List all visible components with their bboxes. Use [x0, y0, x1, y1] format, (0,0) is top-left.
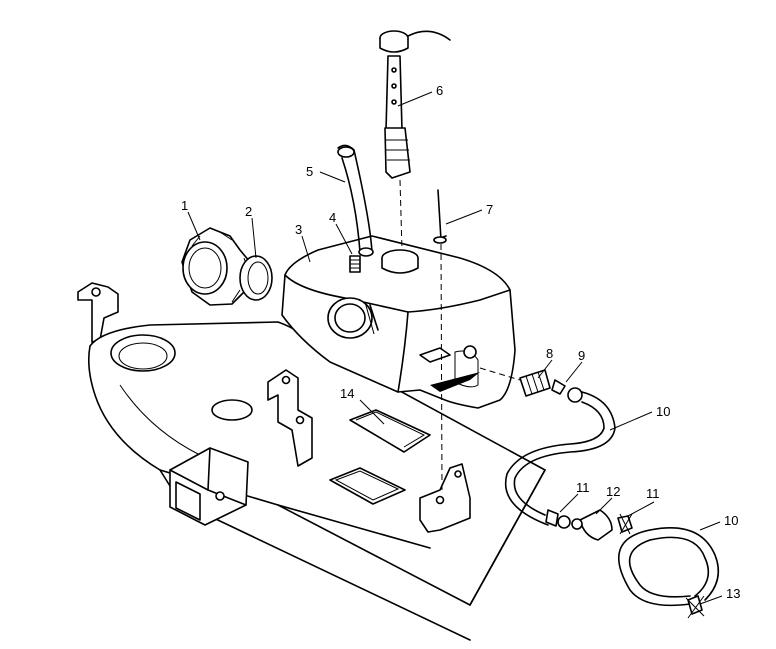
outlet-fitting	[479, 367, 551, 397]
tank-bolt	[433, 189, 447, 491]
hose-clamp-11-left	[545, 509, 571, 529]
tank-filler-neck	[327, 297, 379, 339]
callout-2: 2	[245, 204, 252, 219]
callout-10-lower: 10	[724, 513, 738, 528]
oil-tank	[281, 235, 516, 409]
callout-13: 13	[726, 586, 740, 601]
callout-8: 8	[546, 346, 553, 361]
callout-9: 9	[578, 348, 585, 363]
hose-clamp-11-right	[617, 513, 633, 535]
vent-hose	[337, 144, 374, 257]
frame-chassis	[77, 282, 546, 641]
callout-6: 6	[436, 83, 443, 98]
hitch-receiver-tube	[169, 447, 249, 526]
callout-1: 1	[181, 198, 188, 213]
callout-14: 14	[340, 386, 354, 401]
inline-filter	[571, 509, 613, 541]
oil-hose-upper	[504, 391, 616, 526]
callout-4: 4	[329, 210, 336, 225]
callout-11-left: 11	[576, 480, 590, 495]
filler-cap	[181, 227, 251, 306]
callout-labels: 1 2 3 4 5 6 7 8 9 10 10 11 11 12 13 14	[181, 83, 740, 601]
hose-clamp-13	[685, 595, 705, 619]
dipstick	[379, 30, 451, 251]
tank-pad	[349, 409, 431, 453]
callout-10-upper: 10	[656, 404, 670, 419]
tank-top-port	[381, 249, 419, 274]
vent-fitting	[349, 255, 361, 273]
hose-clamp-9	[551, 379, 583, 403]
rear-tank-bracket	[419, 463, 471, 533]
front-tank-bracket	[267, 369, 313, 467]
callout-11-right: 11	[646, 486, 660, 501]
callout-5: 5	[306, 164, 313, 179]
oil-hose-lower	[618, 527, 720, 607]
callout-3: 3	[295, 222, 302, 237]
callout-7: 7	[486, 202, 493, 217]
leader-lines	[187, 91, 723, 605]
filler-gasket	[239, 255, 273, 301]
callout-12: 12	[606, 484, 620, 499]
